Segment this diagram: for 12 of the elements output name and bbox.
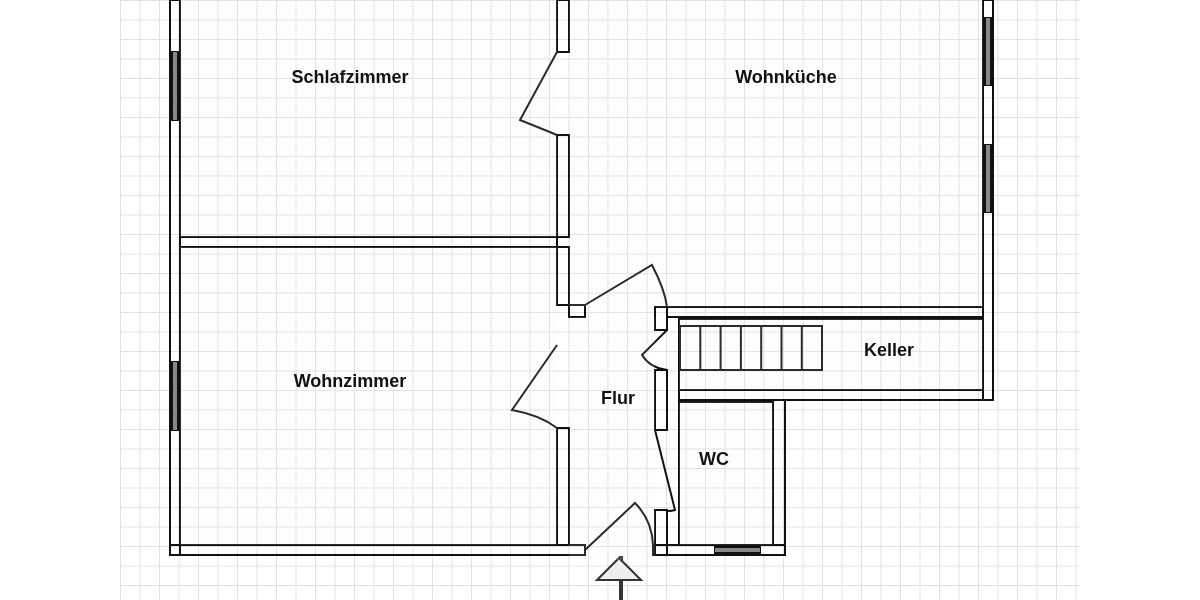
room-floor [180, 0, 557, 237]
room-label: Wohnküche [735, 66, 837, 88]
entrance-arrow [596, 556, 642, 600]
room-label: Schlafzimmer [291, 66, 409, 88]
room-label: Wohnzimmer [293, 370, 407, 392]
room-floor [180, 247, 557, 545]
room-floor [569, 0, 983, 307]
room-floor [679, 319, 983, 390]
room-label: WC [699, 448, 729, 470]
room-label: Keller [864, 339, 914, 361]
room-label: Flur [601, 387, 635, 409]
room-floor [679, 402, 773, 545]
